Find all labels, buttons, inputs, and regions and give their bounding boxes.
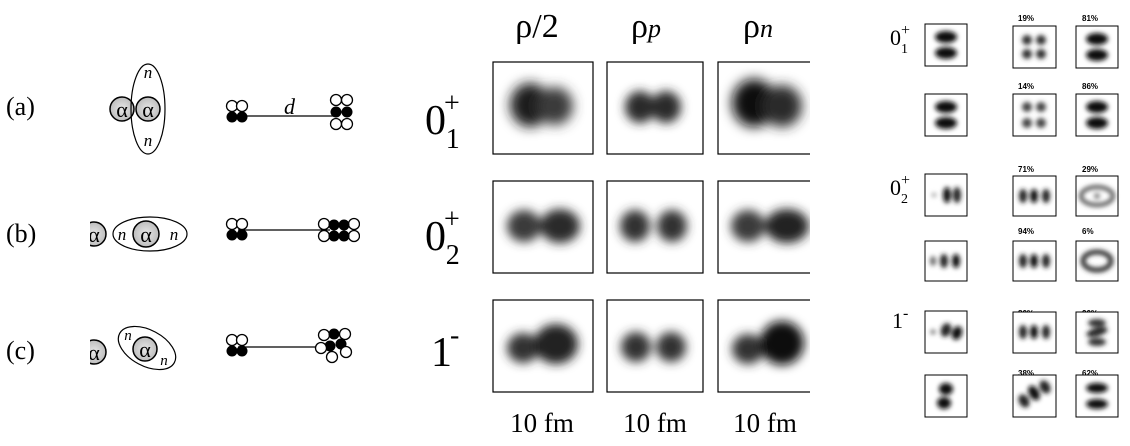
component-panel — [924, 23, 968, 67]
right-state-label-0plus-2: 0+2 — [890, 172, 911, 207]
percentage-label: 81% — [1082, 14, 1099, 23]
component-density — [1086, 383, 1108, 409]
alpha-symbol: α — [140, 222, 152, 247]
row-label-a: (a) — [6, 92, 35, 121]
component-panel — [1075, 93, 1119, 137]
density-blob — [507, 324, 578, 364]
density-blob — [732, 321, 804, 365]
component-panel — [1075, 374, 1119, 418]
component-density — [1022, 102, 1046, 128]
state-label-1minus: 1- — [431, 320, 460, 376]
nucleon-config-a: d — [225, 93, 354, 131]
neutron-symbol: n — [170, 225, 179, 244]
density-blob — [620, 210, 687, 242]
scale-label: 10 fm — [623, 408, 687, 438]
alpha-symbol: α — [116, 97, 128, 122]
component-density — [1019, 189, 1050, 203]
component-grid — [924, 23, 1119, 418]
component-panel — [924, 93, 968, 137]
column-header-proton-density: ρp — [631, 8, 661, 45]
right-state-label-1minus: 1- — [892, 305, 909, 333]
schematic-a: α α n n — [109, 63, 166, 155]
alpha-symbol: α — [142, 97, 154, 122]
percentage-label: 94% — [1018, 227, 1035, 236]
percentage-label: 62% — [1082, 369, 1099, 378]
component-panel — [1075, 25, 1119, 69]
column-header-half-density: ρ/2 — [515, 8, 559, 45]
state-label-0plus-1: 0+1 — [425, 88, 460, 155]
percentage-label: 29% — [1082, 165, 1099, 174]
component-density — [937, 383, 953, 409]
density-panel — [606, 299, 704, 393]
percentage-label: 71% — [1018, 165, 1035, 174]
density-grid — [492, 61, 810, 393]
percentage-label: 14% — [1018, 82, 1035, 91]
component-density — [1019, 325, 1050, 339]
component-density — [1019, 254, 1050, 268]
component-panel — [1012, 93, 1057, 137]
scale-label: 10 fm — [510, 408, 574, 438]
percentage-label: 6% — [1082, 227, 1094, 236]
row-label-c: (c) — [6, 336, 35, 365]
density-blob — [732, 79, 802, 127]
column-header-neutron-density: ρn — [743, 8, 773, 45]
schematic-c: α α n n — [90, 325, 177, 371]
component-density — [930, 323, 963, 340]
component-panel — [924, 374, 968, 418]
cluster-schematics: α α n n α α n n α α n n — [90, 63, 188, 371]
component-density — [1079, 185, 1115, 207]
percentage-label: 86% — [1082, 82, 1099, 91]
component-density — [1086, 319, 1108, 346]
component-panel — [1012, 25, 1057, 69]
neutron-symbol: n — [118, 225, 127, 244]
density-blob — [621, 332, 686, 362]
component-density — [1022, 35, 1046, 59]
nucleon-config-b — [225, 217, 360, 243]
state-label-0plus-2: 0+2 — [425, 204, 460, 271]
percentage-label: 38% — [1018, 369, 1035, 378]
row-label-b: (b) — [6, 219, 37, 248]
neutron-symbol: n — [160, 353, 168, 369]
neutron-symbol: n — [144, 131, 153, 150]
alpha-symbol: α — [90, 222, 100, 247]
scale-label: 10 fm — [733, 408, 797, 438]
component-density — [935, 31, 957, 59]
nucleon-config-c — [225, 327, 353, 364]
nucleon-schematics: d — [225, 93, 360, 364]
component-density — [932, 187, 961, 203]
density-blob — [625, 91, 681, 123]
density-blob — [731, 209, 809, 243]
component-density — [1080, 249, 1114, 273]
density-panel — [606, 61, 704, 155]
distance-label: d — [284, 94, 296, 119]
neutron-symbol: n — [124, 328, 132, 344]
component-density — [1018, 380, 1051, 408]
density-blob — [507, 209, 580, 243]
component-density — [930, 254, 960, 268]
alpha-symbol: α — [90, 340, 100, 365]
schematic-b: α α n n — [90, 216, 188, 252]
alpha-symbol: α — [139, 337, 151, 362]
component-density — [1086, 101, 1108, 129]
component-density — [1086, 33, 1108, 61]
neutron-symbol: n — [144, 63, 153, 82]
density-blob — [510, 83, 573, 127]
percentage-label: 19% — [1018, 14, 1035, 23]
component-density — [935, 101, 957, 129]
right-state-label-0plus-1: 0+1 — [890, 22, 911, 57]
